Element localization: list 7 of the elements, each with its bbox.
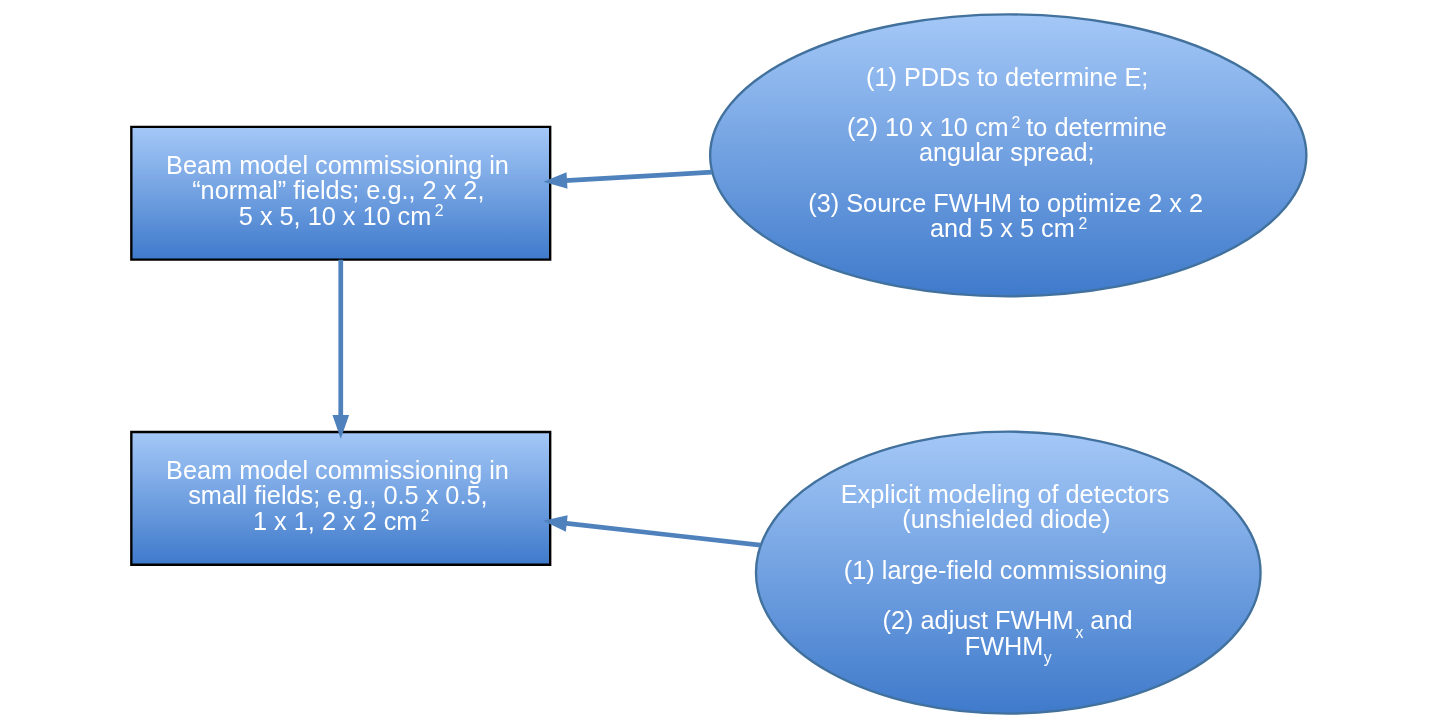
arrow xyxy=(542,515,760,548)
arrow xyxy=(542,169,712,189)
node-box: Beam model commissioning in “normal” fields; e.g., 2 x 2, 5 x 5, 10 x 10 cm$^{2}$ xyxy=(129,125,551,261)
node-box: Beam model commissioning in small fields; e.g., 0.5 x 0.5, 1 x 1, 2 x 2 cm$^{2}$ xyxy=(129,430,551,566)
node-ellipse: (1) PDDs to determine E; (2) 10 x 10 cm$^{2}$ to determine angular spread; (3) Source FWHM to optimize 2 x 2 and 5 x 5 cm$^{2}$ xyxy=(708,13,1308,298)
arrow xyxy=(331,259,349,439)
node-ellipse: Explicit modeling of detectors (unshielded diode) (1) large-field commissioning (2) adjust FWHM$_{x}$ and FWHM$_{y}$ xyxy=(754,430,1262,715)
